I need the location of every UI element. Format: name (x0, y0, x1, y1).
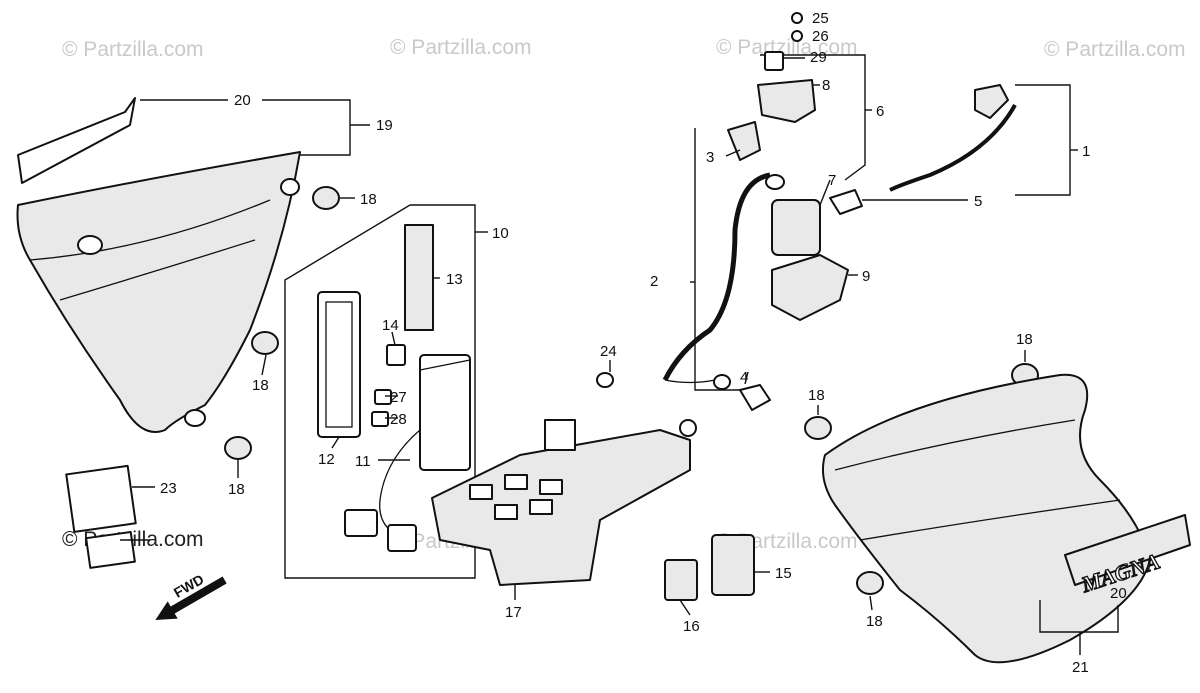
callout-2: 2 (650, 273, 658, 290)
watermark: © Partzilla.com (390, 36, 532, 59)
washer-25 (791, 12, 803, 24)
grommet (312, 186, 340, 210)
callout-18: 18 (228, 481, 245, 498)
callout-7: 7 (828, 172, 836, 189)
warning-label (65, 464, 137, 533)
cover-grommet-peg (184, 409, 206, 427)
callout-9: 9 (862, 268, 870, 285)
callout-21: 21 (1072, 659, 1089, 676)
callout-28: 28 (390, 411, 407, 428)
watermark: © Partzilla.com (1044, 38, 1186, 61)
cable-end (765, 174, 785, 190)
cable-terminal-5 (829, 189, 863, 215)
callout-18: 18 (360, 191, 377, 208)
cover-grommet-peg (77, 235, 103, 255)
callout-18: 18 (866, 613, 883, 630)
callout-18: 18 (252, 377, 269, 394)
callout-4: 4 (740, 369, 748, 386)
relay-14 (386, 344, 406, 366)
relay-rubber-9 (771, 254, 849, 321)
relay-cover-8 (757, 79, 816, 123)
ignition-label (404, 224, 434, 331)
callout-20: 20 (234, 92, 251, 109)
right-side-cover (822, 373, 1151, 664)
callout-12: 12 (318, 451, 335, 468)
callout-1: 1 (1082, 143, 1090, 160)
tray-slot (539, 479, 563, 495)
tray-slot (494, 504, 518, 520)
battery-tray-17 (431, 429, 691, 586)
tray-slot (469, 484, 493, 500)
grommet (251, 331, 279, 355)
washer-26 (791, 30, 803, 42)
callout-11: 11 (355, 453, 371, 470)
grommet (856, 571, 884, 595)
callout-19: 19 (376, 117, 393, 134)
relay-27 (374, 389, 392, 405)
connector (387, 524, 417, 552)
terminal-cap-3 (727, 121, 761, 161)
fuse-box-12 (317, 291, 361, 438)
callout-10: 10 (492, 225, 509, 242)
grommet (224, 436, 252, 460)
wire-harness (379, 429, 421, 531)
callout-20: 20 (1110, 585, 1127, 602)
cover-grommet-peg (280, 178, 300, 196)
connector (344, 509, 378, 537)
callout-24: 24 (600, 343, 617, 360)
starter-relay-7 (771, 199, 821, 256)
callout-16: 16 (683, 618, 700, 635)
callout-3: 3 (706, 149, 714, 166)
tray-slot (504, 474, 528, 490)
watermark: © Partzilla.com (716, 36, 858, 59)
callout-29: 29 (810, 49, 827, 66)
callout-6: 6 (876, 103, 884, 120)
group-bracket-10 (284, 204, 476, 579)
rubber-mount-16 (664, 559, 698, 601)
left-cover-stripe (17, 97, 136, 184)
watermark: © Partzilla.com (62, 38, 204, 61)
caution-label (85, 530, 136, 569)
callout-18: 18 (808, 387, 825, 404)
callout-27: 27 (390, 389, 407, 406)
forward-arrow-icon: FWD (155, 571, 227, 620)
bolt-24 (596, 372, 614, 388)
tray-bracket (544, 419, 576, 451)
group-bracket-2 (694, 128, 760, 391)
callout-5: 5 (974, 193, 982, 210)
left-side-cover (16, 151, 301, 433)
boot-4 (739, 384, 771, 411)
rectifier-15 (711, 534, 755, 596)
callout-14: 14 (382, 317, 399, 334)
callout-8: 8 (822, 77, 830, 94)
tray-slot (529, 499, 553, 515)
callout-13: 13 (446, 271, 463, 288)
battery-cable-1 (889, 104, 1017, 192)
tray-bolt-hole (679, 419, 697, 437)
junction-box-11 (419, 354, 471, 471)
callout-26: 26 (812, 28, 829, 45)
cable-boot (974, 84, 1009, 119)
magna-emblem (1064, 514, 1191, 586)
cable-terminal (713, 374, 731, 390)
relay-28 (371, 411, 389, 427)
callout-25: 25 (812, 10, 829, 27)
starter-cable (662, 172, 771, 382)
callout-23: 23 (160, 480, 177, 497)
callout-17: 17 (505, 604, 522, 621)
grommet (804, 416, 832, 440)
callout-15: 15 (775, 565, 792, 582)
callout-18: 18 (1016, 331, 1033, 348)
group-bracket-1 (1015, 84, 1071, 196)
fuse-29 (764, 51, 784, 71)
